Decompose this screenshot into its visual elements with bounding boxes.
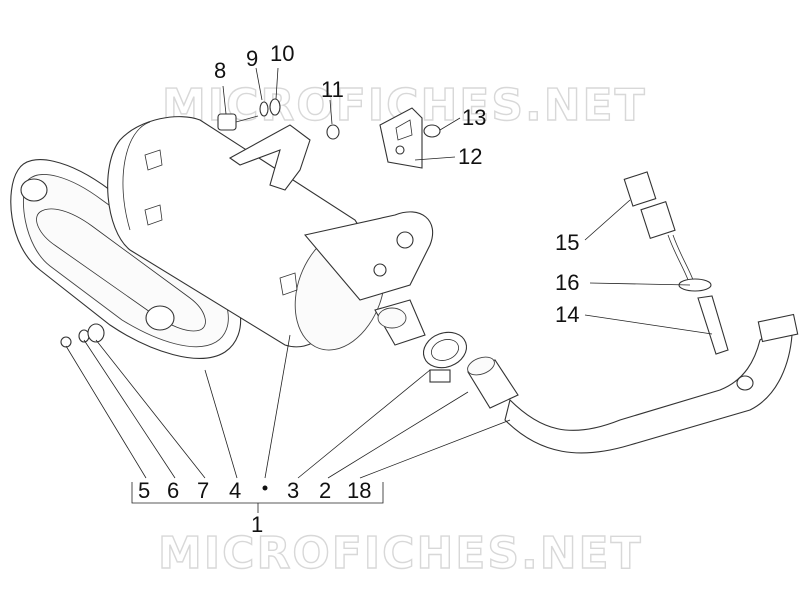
callout-16: 16: [555, 270, 579, 295]
bracket-12: [379, 107, 423, 169]
sleeve: [467, 356, 519, 409]
callout-15: 15: [555, 230, 579, 255]
center-dot: [262, 485, 268, 491]
callout-14: 14: [555, 302, 579, 327]
watermark-bottom: MICROFICHES.NET: [158, 528, 643, 579]
callout-2: 2: [319, 478, 331, 503]
callout-18: 18: [347, 478, 371, 503]
callout-5: 5: [138, 478, 150, 503]
callout-4: 4: [229, 478, 241, 503]
bolt-8: [217, 113, 259, 131]
callout-8: 8: [214, 58, 226, 83]
callout-11: 11: [321, 77, 344, 102]
clamp: [422, 331, 468, 383]
lambda-sensor: [623, 171, 729, 355]
nut-11: [326, 124, 340, 140]
washer-9: [259, 101, 269, 117]
leader-lines: [65, 67, 713, 513]
screw-5: [60, 336, 72, 348]
washer-7: [87, 323, 105, 343]
heat-shield: [10, 159, 242, 359]
washer-10: [269, 98, 281, 116]
exhaust-pipe: [504, 313, 799, 454]
callout-7: 7: [197, 478, 209, 503]
callout-3: 3: [287, 478, 299, 503]
muffler: [107, 116, 434, 351]
callout-6: 6: [167, 478, 179, 503]
callout-13: 13: [462, 105, 486, 130]
callout-1: 1: [251, 512, 263, 537]
callout-10: 10: [270, 41, 294, 66]
callouts: 8 9 10 11 13 12 15 16 14 5 6 7 4 3 2 18 …: [138, 41, 579, 537]
callout-12: 12: [458, 144, 482, 169]
callout-9: 9: [246, 46, 258, 71]
nut-13: [423, 124, 441, 138]
